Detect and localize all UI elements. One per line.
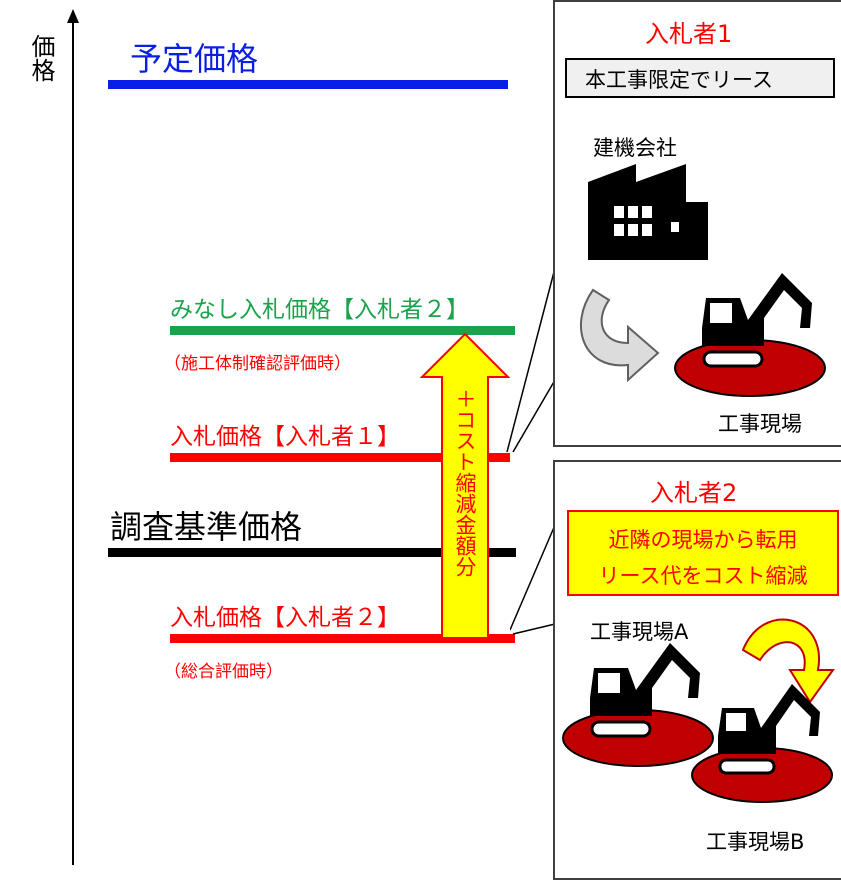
minashi-price-label: みなし入札価格【入札者２】 bbox=[170, 297, 469, 323]
site-a-label: 工事現場A bbox=[590, 620, 689, 644]
connector-lines bbox=[506, 267, 556, 635]
cost-reduction-label: ＋コスト縮減金額分 bbox=[453, 388, 477, 577]
bid1-price-line bbox=[170, 453, 510, 462]
site-b-label: 工事現場B bbox=[706, 830, 805, 854]
chosa-price-label: 調査基準価格 bbox=[110, 508, 303, 546]
chosa-price-line bbox=[108, 548, 516, 557]
site-label: 工事現場 bbox=[718, 412, 802, 436]
cost-reduction-arrow bbox=[419, 332, 511, 639]
callout-line2: リース代をコスト縮減 bbox=[598, 564, 808, 588]
excavator-icon bbox=[674, 273, 826, 397]
axis-label: 価格 bbox=[27, 34, 55, 82]
bidder2-title: 入札者2 bbox=[650, 479, 738, 507]
cost-callout: 近隣の現場から転用 リース代をコスト縮減 bbox=[567, 510, 839, 596]
bid2-price-note: （総合評価時） bbox=[164, 662, 283, 682]
excavator-icon bbox=[562, 643, 714, 767]
bid1-price-label: 入札価格【入札者１】 bbox=[170, 424, 400, 450]
lease-box: 本工事限定でリース bbox=[565, 58, 835, 98]
curved-arrow-icon bbox=[741, 618, 835, 704]
bidder1-title: 入札者1 bbox=[645, 20, 733, 48]
bid2-price-line bbox=[170, 634, 515, 643]
minashi-price-note: （施工体制確認評価時） bbox=[164, 354, 351, 374]
curved-arrow-icon bbox=[579, 288, 660, 383]
company-label: 建機会社 bbox=[593, 136, 677, 160]
callout-line1: 近隣の現場から転用 bbox=[608, 528, 798, 552]
building-icon bbox=[588, 164, 708, 260]
connector-line-2 bbox=[510, 524, 556, 631]
price-axis bbox=[67, 9, 79, 865]
yotei-price-line bbox=[108, 80, 508, 89]
excavator-icon bbox=[691, 684, 833, 803]
bid2-price-label: 入札価格【入札者２】 bbox=[170, 605, 400, 631]
yotei-price-label: 予定価格 bbox=[130, 40, 259, 78]
minashi-price-line bbox=[170, 326, 515, 335]
